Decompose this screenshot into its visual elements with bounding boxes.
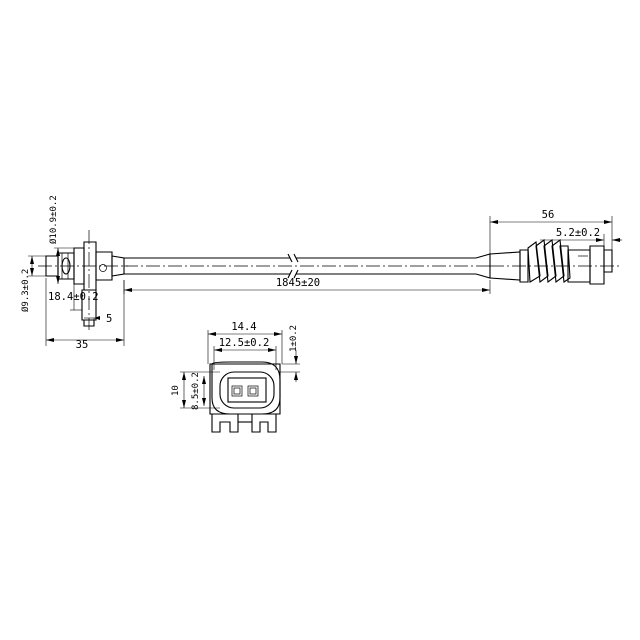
sensor-tip-diameter-label: Ø9.3±0.2	[20, 269, 31, 312]
front-dimension-lines	[180, 330, 300, 409]
bracket-thickness-label: 5	[106, 313, 112, 325]
bracket-offset-label: 18.4±0.2	[48, 291, 99, 303]
cable	[124, 253, 491, 279]
connector-side-view	[489, 238, 620, 285]
sensor-head	[38, 230, 128, 330]
connector-pin-offset-label: 5.2±0.2	[556, 227, 600, 239]
dimension-lines	[28, 216, 622, 346]
connector-length-label: 56	[542, 209, 555, 221]
sensor-head-diameter-label: Ø10.9±0.2	[48, 195, 59, 244]
face-height-inner-label: 8.5±0.2	[191, 372, 201, 410]
face-width-outer-label: 14.4	[231, 321, 256, 333]
face-width-inner-label: 12.5±0.2	[219, 337, 270, 349]
face-height-outer-label: 10	[171, 385, 181, 396]
connector-front-view	[209, 361, 281, 433]
cable-length-label: 1845±20	[276, 277, 320, 289]
sensor-body-length-label: 35	[76, 339, 89, 351]
face-step-label: 1±0.2	[289, 325, 299, 352]
